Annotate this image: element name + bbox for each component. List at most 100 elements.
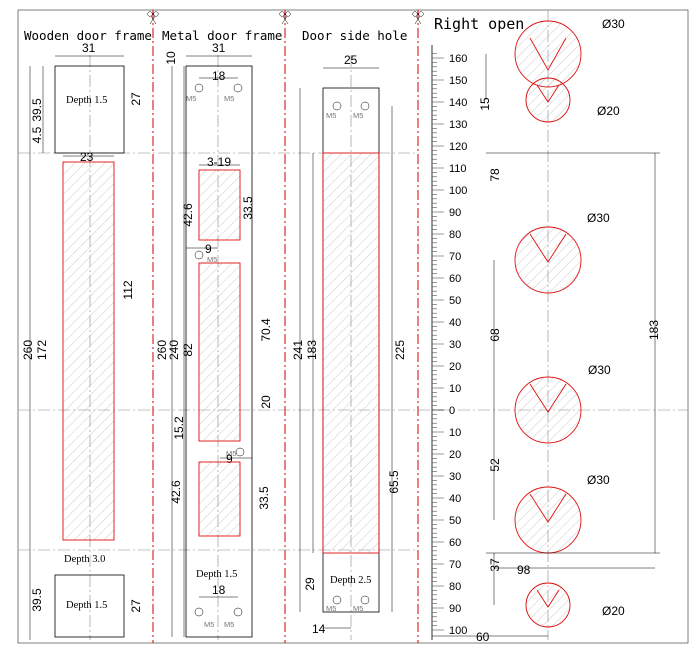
dim-metal-18: 18 xyxy=(212,69,226,83)
hole-circle-bottom xyxy=(525,582,571,628)
ruler-label: 20 xyxy=(449,361,461,373)
dim-right-d20-bottom: Ø20 xyxy=(602,604,625,618)
dim-metal-33-5-bottom: 33.5 xyxy=(257,486,271,510)
metal-depth: Depth 1.5 xyxy=(196,569,237,580)
ruler-label: 10 xyxy=(449,383,461,395)
dim-wooden-39-5: 39.5 xyxy=(30,98,44,122)
svg-text:M5: M5 xyxy=(353,111,363,120)
metal-door-frame-panel: 31 10 18 M5 M5 3-19 42.6 33.5 9 M5 82 70… xyxy=(155,41,273,640)
ruler-label: 60 xyxy=(449,273,461,285)
screw-hole-icon xyxy=(194,250,204,260)
screw-hole-icon xyxy=(360,595,370,605)
svg-text:M5: M5 xyxy=(224,94,234,103)
ruler-label: 160 xyxy=(449,53,467,65)
ruler-label: 50 xyxy=(449,515,461,527)
ruler-label: 130 xyxy=(449,119,467,131)
dim-metal-33-5: 33.5 xyxy=(241,196,255,220)
dim-right-183: 183 xyxy=(647,320,661,340)
svg-text:M5: M5 xyxy=(207,255,217,264)
ruler-label: 30 xyxy=(449,471,461,483)
ruler-label: 70 xyxy=(449,559,461,571)
dim-right-d30-3: Ø30 xyxy=(588,363,611,377)
dim-wooden-27-bottom: 27 xyxy=(129,599,143,613)
dim-metal-42-6: 42.6 xyxy=(181,203,195,227)
metal-cutout-middle xyxy=(198,262,241,442)
svg-text:M5: M5 xyxy=(226,449,236,458)
svg-text:M5: M5 xyxy=(326,604,336,613)
ruler-label: 40 xyxy=(449,493,461,505)
dim-wooden-172: 172 xyxy=(35,340,49,360)
dim-metal-42-6-bottom: 42.6 xyxy=(169,480,183,504)
metal-cutout-bottom xyxy=(198,461,241,537)
ruler-label: 120 xyxy=(449,141,467,153)
screw-hole-icon xyxy=(360,101,370,111)
dim-wooden-width-23: 23 xyxy=(80,150,94,164)
ruler-label: 90 xyxy=(449,207,461,219)
side-depth: Depth 2.5 xyxy=(330,575,371,586)
scissors-icon xyxy=(147,11,159,25)
dim-right-d30-top: Ø30 xyxy=(602,17,625,31)
screw-hole-icon xyxy=(332,101,342,111)
screw-hole-icon xyxy=(332,595,342,605)
wooden-depth-bottom: Depth 1.5 xyxy=(66,600,107,611)
ruler-label: 140 xyxy=(449,97,467,109)
dim-metal-20: 20 xyxy=(259,395,273,409)
wooden-strike-cutout xyxy=(62,161,115,541)
keyhole-top-small xyxy=(525,77,571,123)
dim-metal-10: 10 xyxy=(164,51,178,65)
measurement-scale: 0 160 150 140 130 120 110 100 90 80 70 60 50 40 30 20 1… xyxy=(431,45,467,640)
screw-hole-icon xyxy=(233,83,243,93)
ruler-label: 110 xyxy=(449,163,467,175)
wooden-depth-top: Depth 1.5 xyxy=(66,95,107,106)
dim-metal-9: 9 xyxy=(205,242,212,256)
ruler-label: 90 xyxy=(449,603,461,615)
hole-circle-2 xyxy=(514,226,582,294)
dim-metal-70-4: 70.4 xyxy=(259,318,273,342)
ruler-label: 70 xyxy=(449,251,461,263)
wooden-door-frame-panel: 31 23 39.5 4.5 27 Depth 1.5 112 260 172 … xyxy=(21,41,143,640)
side-hole-cutout xyxy=(322,152,380,554)
dim-right-78: 78 xyxy=(488,168,502,182)
dim-side-width-25: 25 xyxy=(344,53,358,67)
screw-hole-icon xyxy=(194,607,204,617)
ruler-label: 50 xyxy=(449,295,461,307)
right-open-panel: Ø30 Ø20 15 78 Ø30 68 183 Ø30 52 Ø30 37 9… xyxy=(432,10,661,644)
ruler-label: 30 xyxy=(449,339,461,351)
dim-wooden-27: 27 xyxy=(129,92,143,106)
title-wooden-door-frame: Wooden door frame xyxy=(24,28,152,43)
dim-side-241: 241 xyxy=(291,340,305,360)
title-metal-door-frame: Metal door frame xyxy=(162,28,282,43)
title-door-side-hole: Door side hole xyxy=(302,28,407,43)
door-side-hole-panel: 25 M5 M5 241 183 225 65.5 29 Depth 2.5 M… xyxy=(291,53,407,640)
dim-metal-9-bottom: 9 xyxy=(226,452,233,466)
ruler-label: 60 xyxy=(449,537,461,549)
svg-text:M5: M5 xyxy=(326,111,336,120)
dim-right-68: 68 xyxy=(488,328,502,342)
dim-wooden-39-5-bottom: 39.5 xyxy=(30,588,44,612)
dim-side-183: 183 xyxy=(305,340,319,360)
dim-metal-240: 240 xyxy=(167,340,181,360)
dim-side-14: 14 xyxy=(312,622,326,636)
dim-metal-15-2: 15.2 xyxy=(172,416,186,440)
svg-text:M5: M5 xyxy=(224,620,234,629)
ruler-label: 100 xyxy=(449,625,467,637)
ruler-label: 20 xyxy=(449,449,461,461)
svg-text:M5: M5 xyxy=(204,620,214,629)
hole-circle-3 xyxy=(514,376,582,444)
hole-circle-4 xyxy=(514,486,582,554)
scissors-icon xyxy=(279,11,291,25)
scale-zero-label: 0 xyxy=(449,405,455,417)
ruler-label: 10 xyxy=(449,427,461,439)
dim-right-d30-2: Ø30 xyxy=(587,211,610,225)
dim-right-52: 52 xyxy=(488,458,502,472)
dim-metal-width-31: 31 xyxy=(212,41,226,55)
dim-wooden-260: 260 xyxy=(21,340,35,360)
ruler-label: 150 xyxy=(449,75,467,87)
ruler-label: 80 xyxy=(449,229,461,241)
dim-right-d30-4: Ø30 xyxy=(587,473,610,487)
dim-right-15: 15 xyxy=(478,97,492,111)
keyhole-top-large xyxy=(514,20,582,88)
dim-side-225: 225 xyxy=(393,340,407,360)
metal-cutout-top xyxy=(198,169,241,241)
